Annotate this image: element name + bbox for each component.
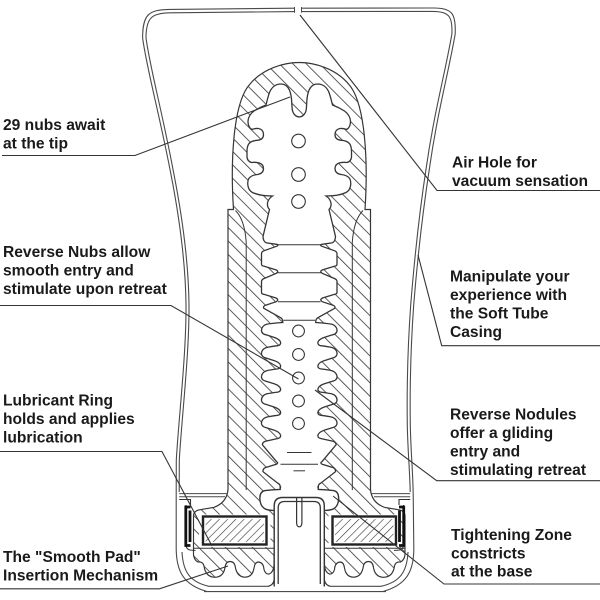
svg-text:Reverse Nodules: Reverse Nodules — [450, 407, 577, 424]
svg-text:The "Smooth Pad": The "Smooth Pad" — [3, 549, 141, 566]
svg-text:vacuum sensation: vacuum sensation — [452, 173, 588, 190]
svg-text:stimulate upon retreat: stimulate upon retreat — [3, 281, 167, 298]
svg-text:experience with: experience with — [450, 287, 567, 304]
svg-text:at the base: at the base — [451, 564, 533, 581]
svg-text:Manipulate your: Manipulate your — [450, 269, 570, 286]
svg-text:entry and: entry and — [450, 444, 520, 461]
svg-text:holds and applies: holds and applies — [3, 411, 135, 428]
svg-text:offer a gliding: offer a gliding — [450, 425, 553, 442]
svg-text:Lubricant Ring: Lubricant Ring — [3, 393, 113, 410]
svg-text:at the tip: at the tip — [3, 136, 68, 153]
svg-text:lubrication: lubrication — [3, 430, 83, 447]
svg-text:the Soft Tube: the Soft Tube — [450, 306, 549, 323]
svg-text:Insertion Mechanism: Insertion Mechanism — [3, 568, 158, 585]
svg-text:29 nubs await: 29 nubs await — [3, 117, 105, 134]
svg-text:Casing: Casing — [450, 324, 502, 341]
svg-text:stimulating retreat: stimulating retreat — [450, 462, 586, 479]
svg-text:Reverse Nubs allow: Reverse Nubs allow — [3, 244, 151, 261]
svg-text:smooth entry and: smooth entry and — [3, 263, 134, 280]
svg-text:constricts: constricts — [451, 546, 526, 563]
svg-text:Tightening Zone: Tightening Zone — [451, 527, 572, 544]
svg-text:Air Hole for: Air Hole for — [452, 155, 537, 172]
